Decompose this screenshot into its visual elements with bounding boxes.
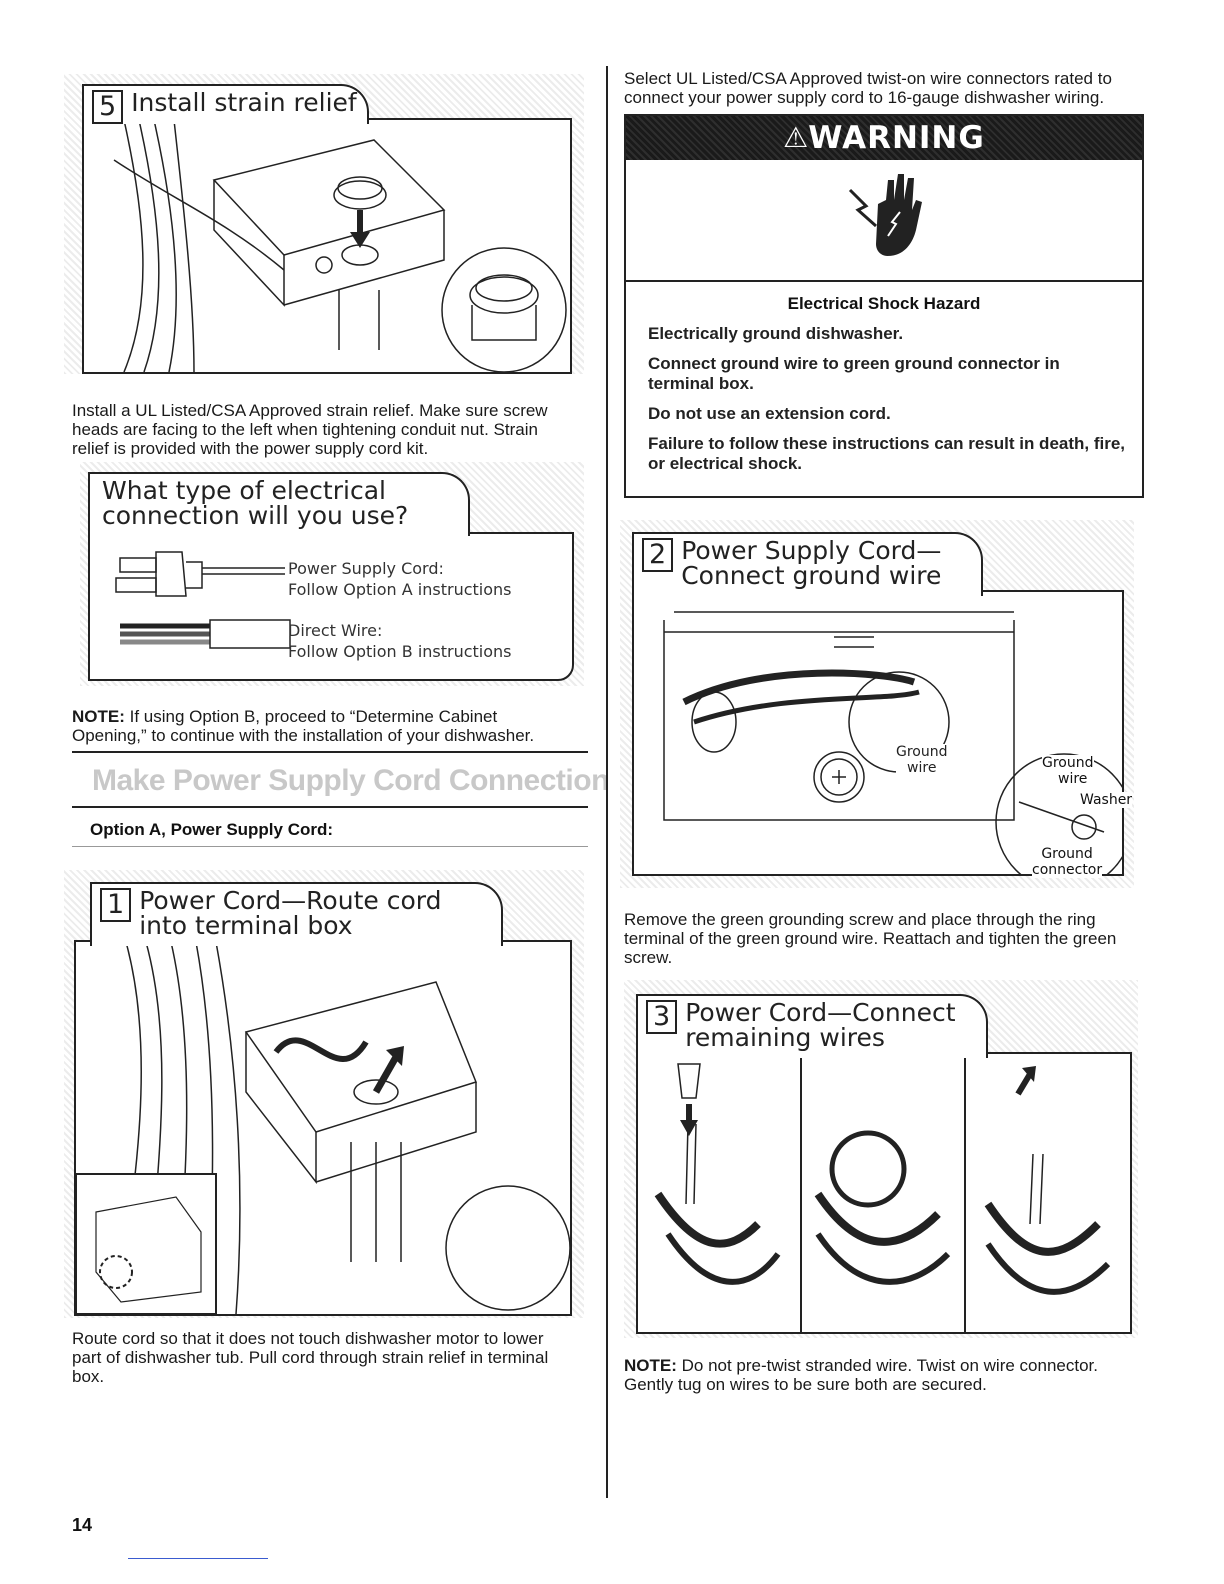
step2-title: Power Supply Cord—Connect ground wire: [681, 538, 941, 588]
ground-wire-label-l1: Ground: [896, 744, 948, 760]
route-cord-drawing: [76, 942, 570, 1314]
ground-connector-label-l2: connector: [1032, 862, 1103, 878]
step1-number: 1: [100, 888, 132, 922]
footer-link-line: [128, 1558, 268, 1559]
step1-title-line2: into terminal box: [139, 911, 353, 940]
warning-line-ground: Electrically ground dishwasher.: [648, 324, 904, 343]
step2-illustration: [632, 590, 1124, 876]
section-divider-top: [72, 751, 588, 753]
ground-wire-label-l2: wire: [907, 760, 937, 776]
inset-ground-label: Ground: [1042, 755, 1094, 771]
option-a-line2: Follow Option A instructions: [288, 580, 512, 599]
step5-title: Install strain relief: [131, 88, 357, 117]
option-b-line1: Direct Wire:: [288, 621, 383, 640]
connector-intro: Select UL Listed/CSA Approved twist-on w…: [624, 69, 1112, 107]
warning-line-failure: Failure to follow these instructions can…: [648, 434, 1126, 473]
step5-text: Install a UL Listed/CSA Approved strain …: [72, 401, 548, 458]
warning-hazard-title: Electrical Shock Hazard: [787, 294, 981, 313]
option-a-heading: Option A, Power Supply Cord:: [90, 820, 334, 839]
option-a-line1: Power Supply Cord:: [288, 559, 444, 578]
step2-text: Remove the green grounding screw and pla…: [624, 910, 1117, 967]
step3-note: NOTE: Do not pre-twist stranded wire. Tw…: [624, 1356, 1144, 1394]
warning-lines: Electrically ground dishwasher. Connect …: [648, 324, 1128, 484]
note-label: NOTE:: [72, 707, 125, 726]
column-divider: [606, 66, 608, 1498]
ground-connector-label: Ground connector: [1032, 846, 1103, 878]
section-divider-mid: [72, 806, 588, 808]
strain-relief-drawing: [113, 120, 567, 372]
ground-connector-label-l1: Ground: [1041, 846, 1093, 862]
connection-icons: [115, 551, 291, 649]
warning-line-connect: Connect ground wire to green ground conn…: [648, 354, 1060, 393]
step2-title-line2: Connect ground wire: [681, 561, 942, 590]
step3-number: 3: [646, 1000, 678, 1034]
warning-banner: ⚠WARNING: [626, 116, 1142, 160]
warning-box: [624, 114, 1144, 498]
connection-question-line2: connection will you use?: [102, 501, 409, 530]
step5-illustration: [82, 118, 572, 374]
connection-options-panel: [88, 532, 574, 681]
warning-title: WARNING: [808, 120, 985, 156]
washer-label: Washer: [1080, 792, 1133, 808]
step3-illustration: [636, 1052, 1132, 1334]
connection-box-header: What type of electrical connection will …: [88, 472, 471, 536]
ground-wire-drawing: [663, 611, 1122, 874]
ground-wire-label: Ground wire: [896, 744, 948, 776]
step3-note-text: Do not pre-twist stranded wire. Twist on…: [624, 1356, 1098, 1394]
step1-text: Route cord so that it does not touch dis…: [72, 1329, 549, 1386]
shock-icon-area: [626, 160, 1142, 282]
option-b-note: NOTE: If using Option B, proceed to “Det…: [72, 707, 572, 745]
step1-title-line1: Power Cord—Route cord: [139, 886, 442, 915]
warning-triangle-icon: ⚠: [783, 122, 809, 153]
page-number: 14: [72, 1515, 93, 1535]
section-divider-bottom: [72, 846, 588, 847]
step3-note-label: NOTE:: [624, 1356, 677, 1375]
warning-line-extension: Do not use an extension cord.: [648, 404, 891, 423]
option-b-line2: Follow Option B instructions: [288, 642, 512, 661]
note-text: If using Option B, proceed to “Determine…: [72, 707, 535, 745]
wire-connector-drawing: [654, 1054, 1111, 1332]
step3-title-line1: Power Cord—Connect: [685, 998, 956, 1027]
section-title: Make Power Supply Cord Connection: [92, 764, 609, 797]
electric-shock-hand-icon: [848, 174, 922, 256]
step5-number: 5: [92, 90, 124, 124]
step1-illustration: [74, 940, 572, 1316]
step2-title-line1: Power Supply Cord—: [681, 536, 942, 565]
inset-wire-label: wire: [1058, 771, 1088, 787]
step2-number: 2: [642, 538, 674, 572]
option-b-label: Direct Wire: Follow Option B instruction…: [288, 620, 512, 662]
option-a-label: Power Supply Cord: Follow Option A instr…: [288, 558, 511, 600]
step3-title-line2: remaining wires: [685, 1023, 885, 1052]
connection-question-line1: What type of electrical: [102, 476, 386, 505]
